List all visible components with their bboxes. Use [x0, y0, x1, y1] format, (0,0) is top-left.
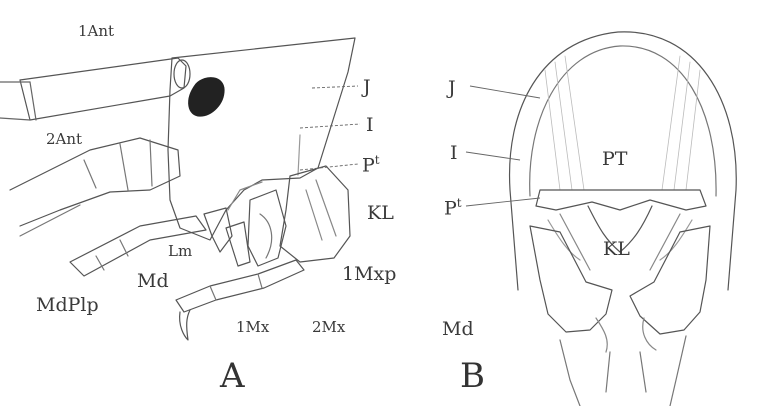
figure-stage: 1Ant 2Ant J I Pt KL Lm Md MdPlp 1Mxp 1Mx… — [0, 0, 758, 406]
leader-lines — [0, 0, 758, 406]
